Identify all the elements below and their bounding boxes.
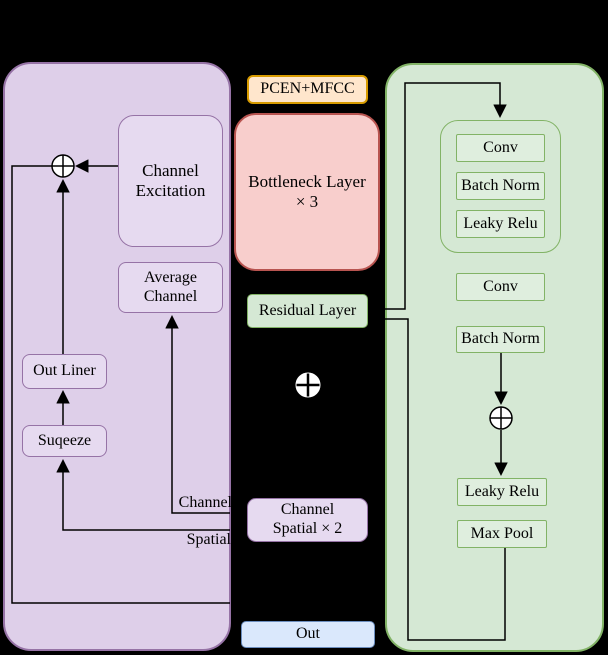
wire-channel-to-average <box>165 314 230 514</box>
batch-norm2-label: Batch Norm <box>461 330 540 348</box>
channel-spatial-label-line1: Channel <box>280 501 335 519</box>
out-label: Out <box>296 625 320 643</box>
average-channel-label: Average Channel <box>143 268 198 305</box>
conv2-label: Conv <box>483 277 518 295</box>
conv1-box: Conv <box>456 134 545 162</box>
pcen-mfcc-label: PCEN+MFCC <box>260 80 355 98</box>
add-icon-left <box>51 154 75 178</box>
channel-wire-label: Channel <box>178 494 232 511</box>
max-pool-box: Max Pool <box>457 520 547 548</box>
batch-norm1-box: Batch Norm <box>456 172 545 200</box>
residual-layer-box: Residual Layer <box>247 294 368 328</box>
channel-spatial-box: Channel Spatial × 2 <box>247 498 368 542</box>
conv-group-box <box>440 120 561 253</box>
wire-skip-connection <box>11 165 230 604</box>
leaky-relu1-box: Leaky Relu <box>456 210 545 238</box>
residual-layer-label: Residual Layer <box>258 301 357 319</box>
suqeeze-label: Suqeeze <box>37 431 92 449</box>
bottleneck-layer-label-line1: Bottleneck Layer <box>248 171 366 191</box>
conv2-box: Conv <box>456 273 545 301</box>
spatial-wire-label: Spatial <box>186 531 231 548</box>
conv1-label: Conv <box>483 138 518 156</box>
leaky-relu2-box: Leaky Relu <box>457 478 547 506</box>
out-liner-box: Out Liner <box>22 354 107 389</box>
leaky-relu2-label: Leaky Relu <box>464 482 540 500</box>
wire-residual-to-conv-group <box>368 82 507 310</box>
out-liner-label: Out Liner <box>33 362 96 380</box>
pcen-mfcc-box: PCEN+MFCC <box>247 75 368 104</box>
batch-norm2-box: Batch Norm <box>456 326 545 353</box>
suqeeze-box: Suqeeze <box>22 425 107 457</box>
out-box: Out <box>241 621 375 648</box>
add-icon-middle <box>295 372 321 398</box>
wire-spatial-to-suqeeze <box>56 458 230 531</box>
add-icon-right <box>489 406 513 430</box>
max-pool-label: Max Pool <box>470 524 534 542</box>
leaky-relu1-label: Leaky Relu <box>463 214 538 232</box>
bottleneck-layer-label-line2: × 3 <box>295 192 319 211</box>
channel-spatial-label-line2: Spatial × 2 <box>272 520 343 537</box>
channel-excitation-box: Channel Excitation <box>118 115 223 247</box>
batch-norm1-label: Batch Norm <box>461 176 540 194</box>
bottleneck-layer-box: Bottleneck Layer × 3 <box>234 113 380 271</box>
channel-excitation-label: Channel Excitation <box>135 160 206 200</box>
average-channel-box: Average Channel <box>118 262 223 313</box>
wire-maxpool-loop <box>384 318 506 641</box>
